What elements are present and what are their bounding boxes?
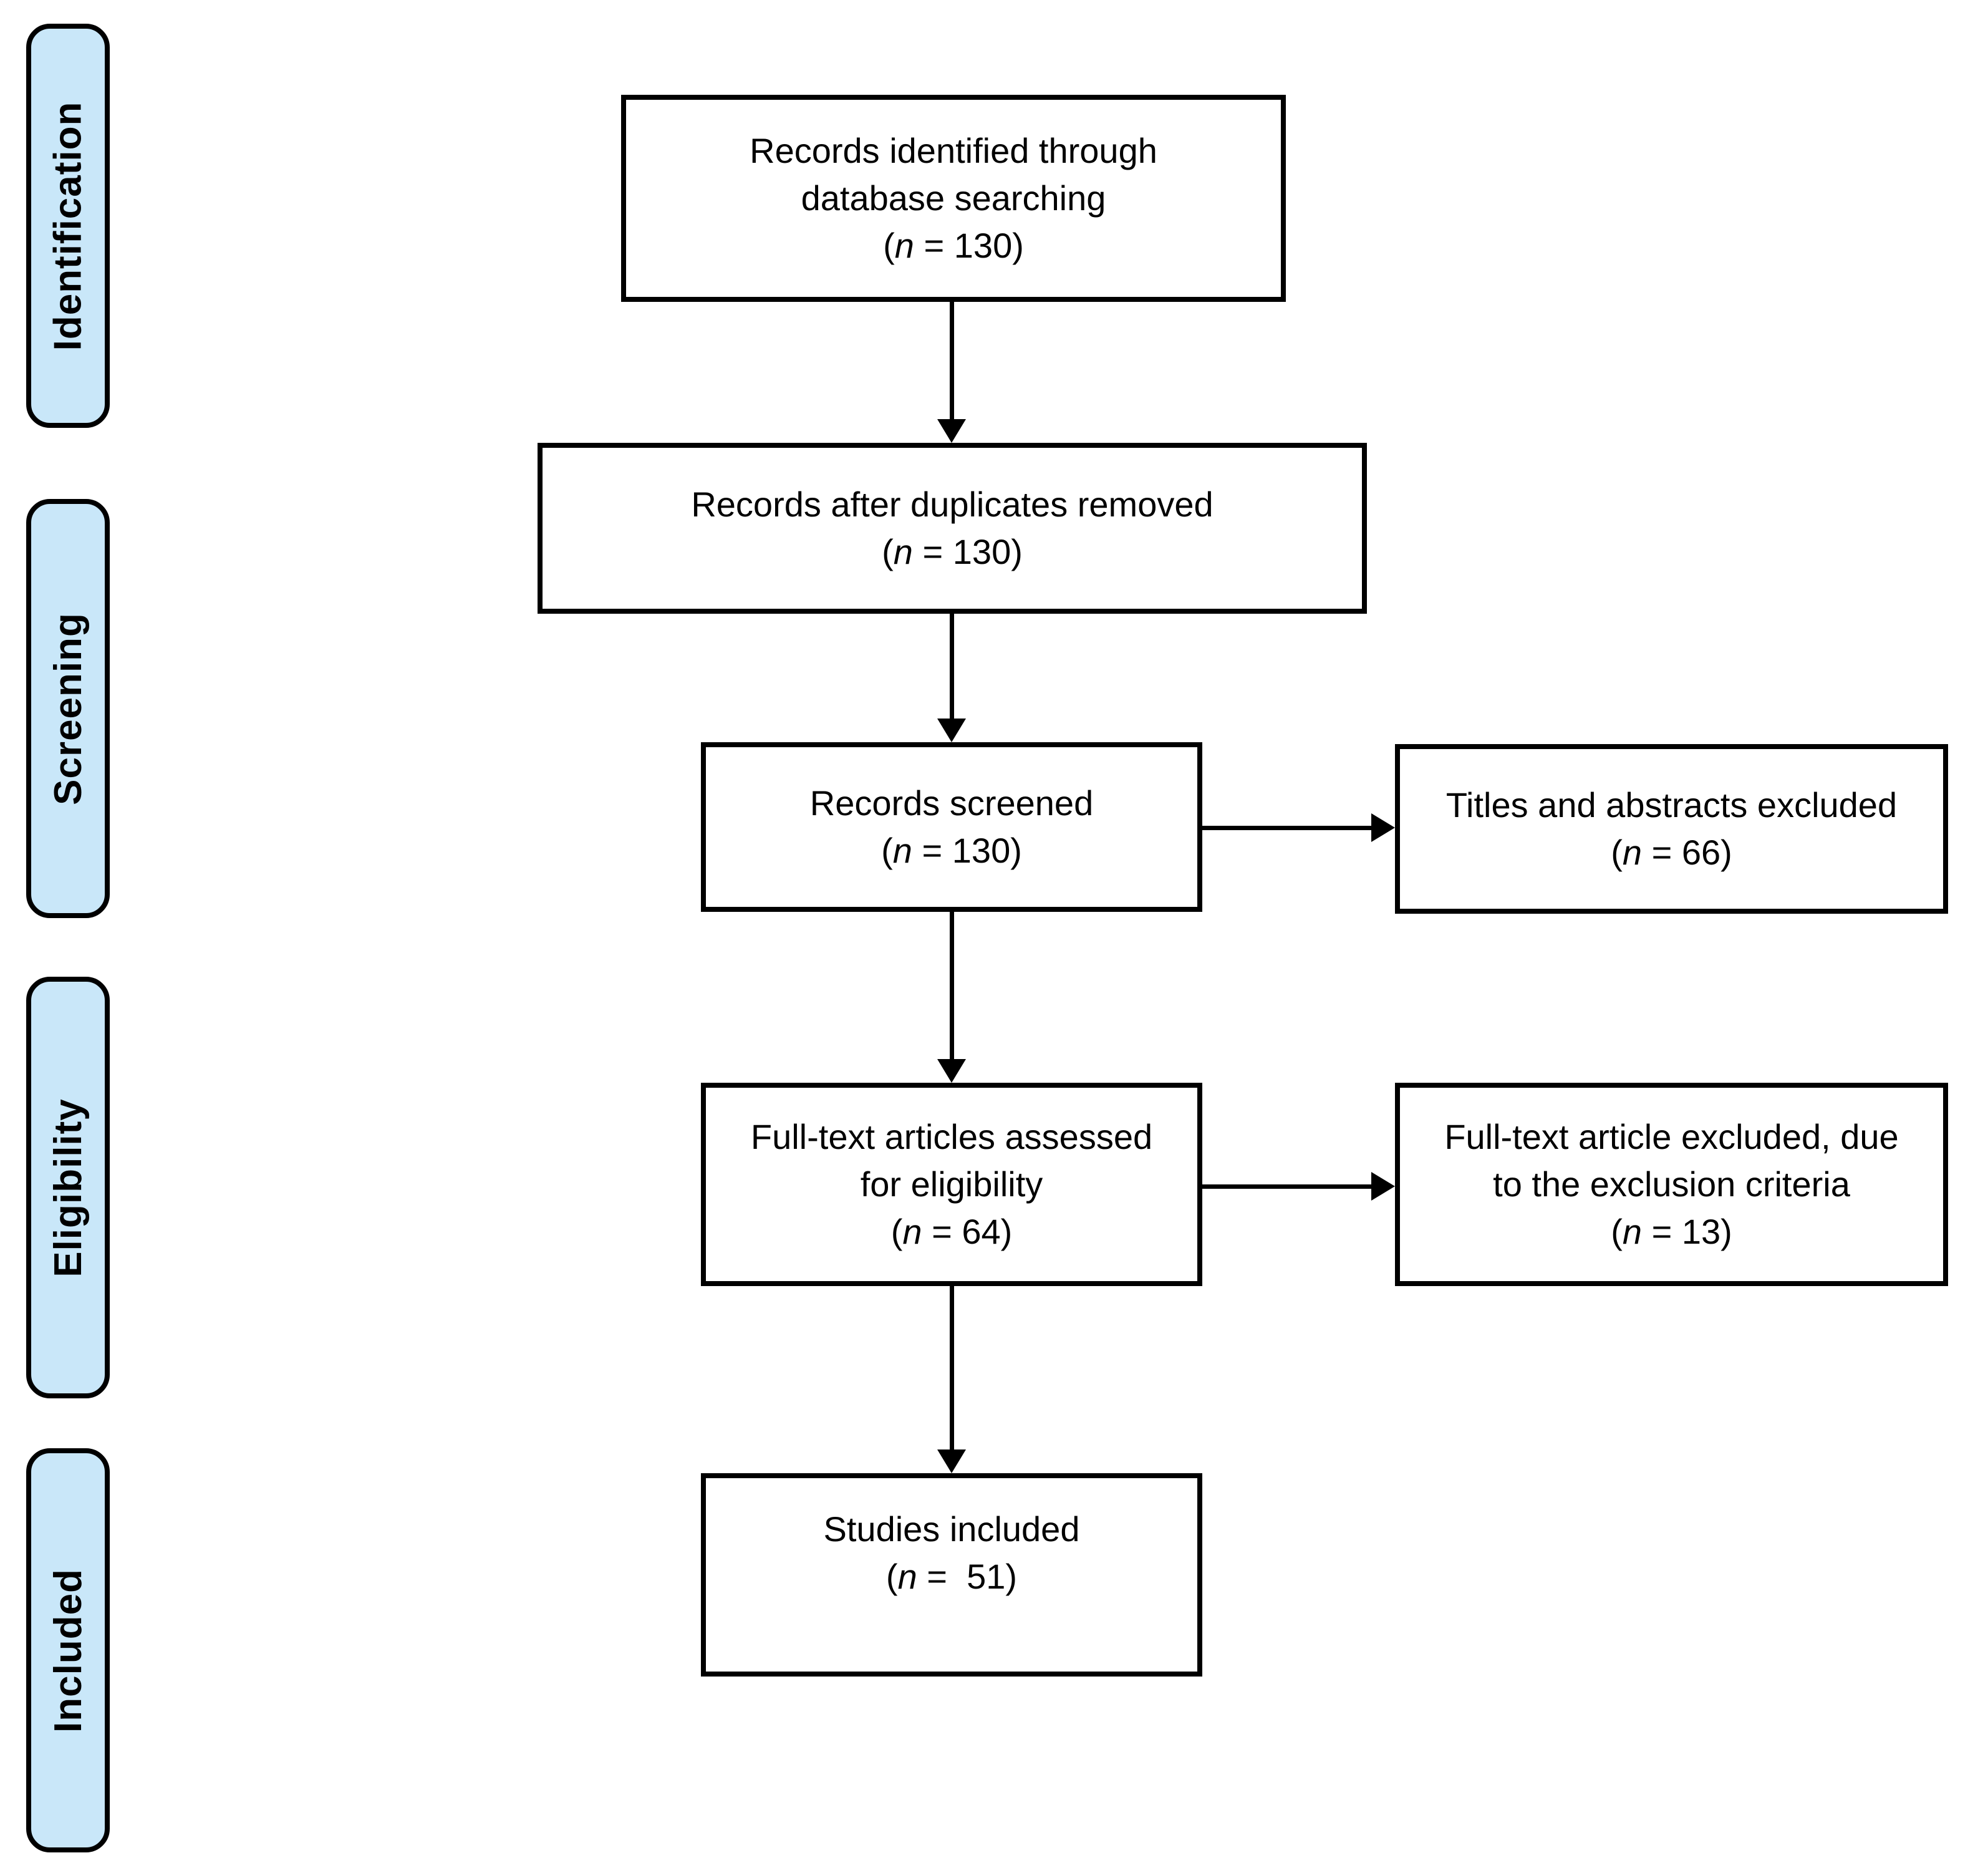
stage-eligibility-label: Eligibility bbox=[46, 1098, 90, 1277]
stage-included: Included bbox=[26, 1448, 110, 1852]
arrowhead-down-icon bbox=[937, 419, 966, 443]
arrow-fulltext-to-fulltext-excluded bbox=[1202, 1184, 1373, 1189]
box-count: (n = 130) bbox=[882, 532, 1023, 571]
stage-identification-label: Identification bbox=[46, 101, 90, 351]
box-count: (n = 13) bbox=[1611, 1212, 1732, 1251]
box-text-line: Studies included bbox=[823, 1509, 1080, 1549]
box-count: (n = 51) bbox=[885, 1557, 1018, 1596]
box-count: (n = 64) bbox=[890, 1212, 1013, 1251]
box-text-line: to the exclusion criteria bbox=[1493, 1164, 1850, 1204]
arrowhead-down-icon bbox=[937, 1449, 966, 1473]
box-text-line: Records after duplicates removed bbox=[691, 485, 1214, 524]
stage-identification: Identification bbox=[26, 24, 110, 428]
box-count: (n = 66) bbox=[1611, 833, 1732, 872]
box-titles-excluded: Titles and abstracts excluded (n = 66) bbox=[1395, 744, 1948, 914]
box-records-identified: Records identified through database sear… bbox=[621, 95, 1286, 302]
box-text-line: Full-text article excluded, due bbox=[1444, 1117, 1899, 1156]
arrowhead-down-icon bbox=[937, 719, 966, 742]
box-fulltext-excluded: Full-text article excluded, due to the e… bbox=[1395, 1083, 1948, 1286]
box-text-line: for eligibility bbox=[860, 1164, 1043, 1204]
box-text-line: Full-text articles assessed bbox=[750, 1117, 1153, 1156]
arrowhead-right-icon bbox=[1371, 1172, 1395, 1201]
arrowhead-down-icon bbox=[937, 1059, 966, 1083]
box-fulltext-assessed: Full-text articles assessed for eligibil… bbox=[701, 1083, 1202, 1286]
stage-included-label: Included bbox=[46, 1568, 90, 1733]
box-studies-included: Studies included (n = 51) bbox=[701, 1473, 1202, 1677]
arrow-duplicates-to-screened bbox=[950, 614, 954, 720]
box-text-line: Titles and abstracts excluded bbox=[1445, 785, 1898, 825]
box-duplicates-removed: Records after duplicates removed (n = 13… bbox=[538, 443, 1367, 614]
box-count: (n = 130) bbox=[881, 831, 1022, 870]
stage-screening: Screening bbox=[26, 499, 110, 918]
stage-eligibility: Eligibility bbox=[26, 977, 110, 1398]
box-records-screened: Records screened (n = 130) bbox=[701, 742, 1202, 912]
box-text-line: Records identified through bbox=[750, 131, 1157, 170]
arrow-screened-to-fulltext bbox=[950, 912, 954, 1060]
box-text-line: database searching bbox=[801, 178, 1106, 218]
arrow-identified-to-duplicates bbox=[950, 302, 954, 420]
arrow-screened-to-titles-excluded bbox=[1202, 826, 1373, 830]
box-count: (n = 130) bbox=[883, 226, 1024, 265]
arrowhead-right-icon bbox=[1371, 813, 1395, 842]
arrow-fulltext-to-included bbox=[950, 1286, 954, 1451]
stage-screening-label: Screening bbox=[46, 612, 90, 805]
box-text-line: Records screened bbox=[809, 783, 1094, 823]
